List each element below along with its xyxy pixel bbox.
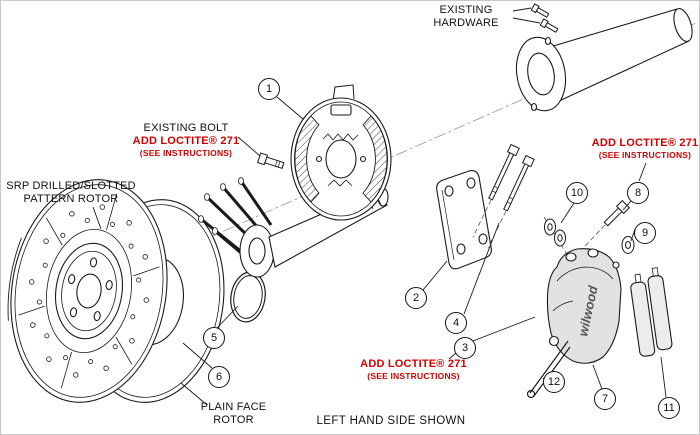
bracket-bolts [488, 143, 535, 212]
loctite-note: ADD LOCTITE® 271 [591, 137, 699, 149]
label-existing-bolt: EXISTING BOLT ADD LOCTITE® 271 (SEE INST… [111, 122, 261, 158]
callout-4: 4 [445, 312, 467, 334]
label-line: ROTOR [213, 414, 254, 426]
callout-number: 9 [641, 227, 649, 239]
brake-pads [630, 267, 673, 357]
callout-number: 7 [601, 393, 609, 405]
existing-hardware-bolts [530, 3, 559, 33]
label-line: PATTERN ROTOR [23, 193, 119, 205]
callout-8: 8 [627, 182, 649, 204]
callout-number: 11 [663, 402, 675, 414]
brake-caliper: wilwood [546, 248, 622, 364]
caliper-mount-washer [621, 236, 635, 254]
o-ring [230, 271, 266, 323]
callout-number: 2 [412, 292, 420, 304]
label-srp-rotor: SRP DRILLED/SLOTTED PATTERN ROTOR [6, 180, 136, 206]
callout-9: 9 [634, 222, 656, 244]
loctite-subnote: (SEE INSTRUCTIONS) [139, 148, 233, 158]
axle-hub-flange [239, 224, 275, 278]
callout-number: 5 [210, 332, 218, 344]
callout-number: 1 [265, 83, 273, 95]
label-line: SRP DRILLED/SLOTTED [6, 180, 136, 192]
srp-drilled-slotted-rotor [7, 179, 168, 403]
label-loctite-bottom: ADD LOCTITE® 271 (SEE INSTRUCTIONS) [356, 358, 471, 381]
callout-3: 3 [454, 337, 476, 359]
label-existing-hardware: EXISTING HARDWARE [411, 4, 521, 30]
callout-2: 2 [405, 287, 427, 309]
label-line: HARDWARE [433, 17, 499, 29]
brake-shoe-right [362, 115, 388, 203]
drum-backing-plate [290, 84, 392, 221]
callout-number: 8 [634, 187, 642, 199]
callout-12: 12 [543, 371, 565, 393]
loctite-note: ADD LOCTITE® 271 [132, 135, 240, 147]
label-line: EXISTING BOLT [143, 122, 229, 134]
label-line: EXISTING [439, 4, 493, 16]
axle-tube [515, 8, 693, 112]
loctite-subnote: (SEE INSTRUCTIONS) [367, 371, 460, 381]
label-line: PLAIN FACE [200, 401, 267, 413]
callout-7: 7 [594, 388, 616, 410]
callout-1: 1 [258, 78, 280, 100]
label-plain-rotor: PLAIN FACE ROTOR [186, 401, 281, 427]
callout-number: 10 [570, 187, 584, 199]
callout-number: 3 [461, 342, 469, 354]
callout-10: 10 [566, 182, 588, 204]
loctite-subnote: (SEE INSTRUCTIONS) [598, 150, 692, 160]
wheel-studs [197, 177, 273, 265]
callout-number: 12 [547, 376, 561, 388]
callout-number: 6 [215, 371, 223, 383]
label-loctite-right: ADD LOCTITE® 271 (SEE INSTRUCTIONS) [591, 137, 699, 160]
loctite-note: ADD LOCTITE® 271 [360, 358, 467, 370]
callout-number: 4 [452, 317, 460, 329]
brake-shoe-left [294, 115, 320, 203]
callout-5: 5 [203, 327, 225, 349]
caliper-mount-bolt [603, 199, 631, 227]
caliper-mounting-bracket [436, 170, 492, 270]
caliper-mount-washers [544, 218, 566, 247]
diagram-caption: LEFT HAND SIDE SHOWN [316, 415, 466, 427]
existing-bolt [257, 152, 285, 169]
callout-6: 6 [208, 366, 230, 388]
callout-11: 11 [658, 397, 680, 419]
